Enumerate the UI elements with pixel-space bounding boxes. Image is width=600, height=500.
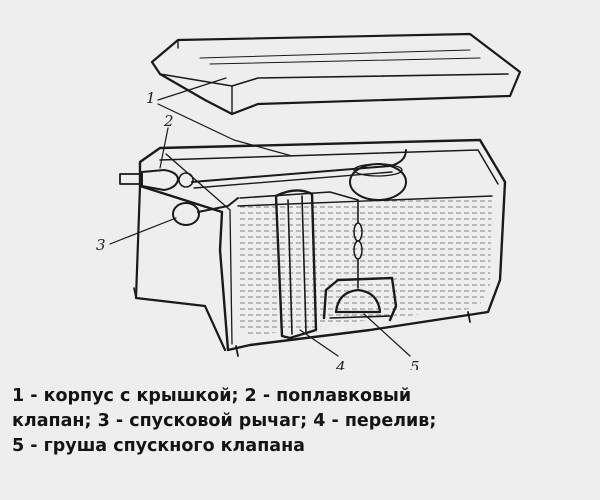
overflow-pipe: [274, 189, 318, 340]
cistern-diagram: 1 2 3 4 5: [96, 32, 522, 370]
release-lever: [172, 191, 359, 226]
tank-lid: [150, 32, 522, 116]
leader-lines: [109, 77, 411, 357]
caption-line-2: клапан; 3 - спусковой рычаг; 4 - перелив…: [12, 411, 437, 431]
float-arm: [191, 149, 407, 201]
callout-3: 3: [96, 236, 106, 254]
valve-chain: [353, 199, 363, 289]
float-valve: [119, 169, 194, 191]
tank-body: [133, 138, 507, 357]
drain-valve-bulb: [322, 276, 398, 322]
caption-line-1: 1 - корпус с крышкой; 2 - поплавковый: [12, 386, 412, 406]
callout-4: 4: [335, 358, 346, 370]
callout-5: 5: [410, 358, 420, 370]
diagram-caption: 1 - корпус с крышкой; 2 - поплавковый кл…: [12, 384, 592, 459]
caption-line-3: 5 - груша спускного клапана: [12, 436, 305, 456]
callout-2: 2: [163, 112, 174, 130]
callout-1: 1: [146, 89, 156, 107]
